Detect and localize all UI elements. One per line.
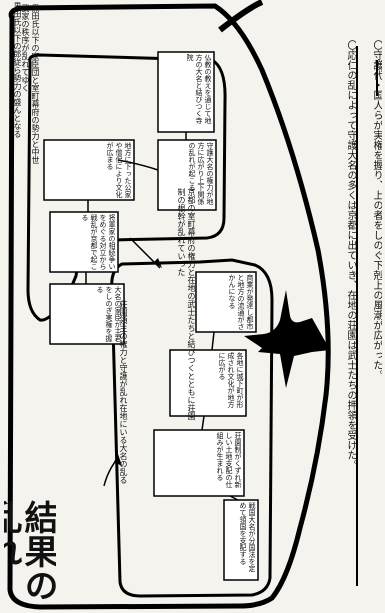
box-text-b3: 地方に下った公家や僧侶により文化が広まる — [106, 142, 132, 198]
big-arrow — [244, 290, 330, 388]
box-text-b6: 商業が発達し都市と地方の流通がさかんになる — [228, 274, 254, 330]
top-right-line — [218, 0, 264, 33]
box-outline-b1 — [157, 51, 215, 133]
connector-b6-b7 — [211, 331, 215, 351]
top-cut-label: 黒田氏以下の郎従ら勢力の盛んとなる — [13, 2, 22, 138]
box-outline-b4 — [49, 211, 119, 273]
box-outline-b7 — [169, 349, 247, 417]
right-column-note-1: 〇応仁の乱によって守護大名の多くは京都に出ていき、在地の荘園は武士たちの押領を受… — [345, 40, 356, 470]
top-cloud-bottom-label: 荘園領主の権力と守護が乱れ在地にいる大名の乱る — [119, 300, 128, 484]
box-outline-b5 — [49, 283, 125, 345]
arrowhead-bottom-cloud — [114, 454, 122, 466]
title-character-group: 結果の乱れ — [4, 500, 56, 602]
right-column-dash — [376, 60, 378, 96]
box-text-b9: 戦国大名が分国法を定めて領国を支配する — [239, 502, 256, 572]
box-text-b5: 大名の家臣が主君をしのぎ実権を握る — [96, 286, 122, 342]
box-text-b1: 仏教の教えを通じて地方の大名と結びつく寺院 — [186, 54, 212, 124]
top-cloud-line-label: 黒田氏以下の家臣団と室町幕府の勢力と中世武家の秩序が乱れてゆく — [22, 4, 40, 164]
connector-top-bottom — [129, 237, 161, 269]
box-text-b4: 将軍家の相続争いをめぐる対立から戦乱が京都で起こる — [81, 214, 116, 270]
box-outline-b3 — [43, 139, 135, 201]
connector-b7-b8 — [201, 415, 205, 431]
connector-b8-b9 — [229, 495, 239, 501]
right-column-note-2: 〇守護代・国人らが実権を握り、上の者をしのぐ下剋上の風潮が広がった。 — [371, 40, 382, 380]
box-outline-b9 — [223, 499, 259, 581]
box-outline-b8 — [153, 429, 245, 497]
box-text-b7: 各地に城下町が形成され文化が地方に広がる — [218, 352, 244, 408]
arrowhead-top-bottom — [154, 258, 162, 268]
box-outline-b6 — [195, 271, 257, 333]
box-outline-b2 — [157, 139, 217, 211]
outer-frame — [7, 3, 331, 610]
right-column-line — [356, 46, 358, 586]
box-text-b2: 守護大名の権力が地方に広がり上下関係の乱れが起こる — [188, 142, 214, 205]
bottom-cloud-line-label: 京都の室町幕府の権力と在地の武士たちと結びつくとともに荘園制の根幹が乱れていった — [177, 188, 196, 420]
box-text-b8: 荘園制がくずれ新しい土地支配の仕組みが生まれる — [216, 432, 242, 488]
connector-b2-top — [117, 159, 159, 171]
